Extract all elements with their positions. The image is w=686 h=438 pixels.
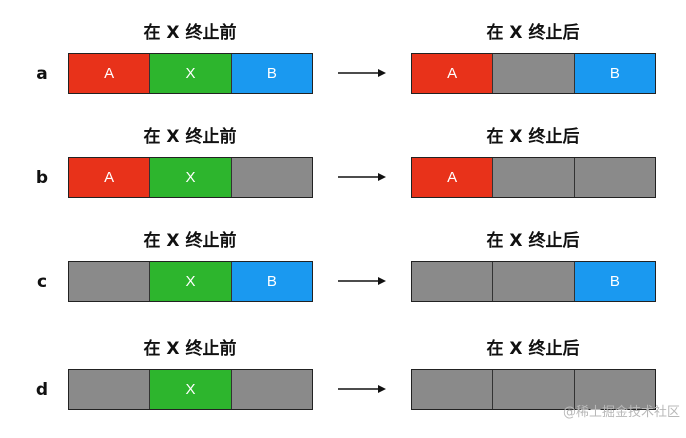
row-label: d [35,380,49,400]
caption-after: 在 X 终止后 [486,23,580,43]
after-strip: A B [411,53,656,94]
after-strip: B [411,261,656,302]
before-strip: A X [68,157,313,198]
before-strip: A X B [68,53,313,94]
cell [69,370,151,409]
row-d: 在 X 终止前 在 X 终止后 d X [0,334,686,438]
cell [493,158,575,197]
row-label: a [36,64,48,84]
cell [493,370,575,409]
cell [412,370,494,409]
caption-after: 在 X 终止后 [486,231,580,251]
row-label: b [35,168,49,188]
cell: B [231,262,312,301]
cell [574,370,655,409]
cell: X [150,262,232,301]
caption-after: 在 X 终止后 [486,339,580,359]
row-b: 在 X 终止前 在 X 终止后 b A X A [0,122,686,226]
after-strip: A [411,157,656,198]
cell: B [574,54,655,93]
cell: A [412,54,494,93]
caption-before: 在 X 终止前 [143,23,237,43]
row-label: c [36,272,48,292]
caption-before: 在 X 终止前 [143,127,237,147]
caption-before: 在 X 终止前 [143,231,237,251]
cell: A [69,158,151,197]
cell [493,54,575,93]
arrow-icon [338,69,386,77]
cell: X [150,158,232,197]
cell [69,262,151,301]
cell [231,158,312,197]
cell [412,262,494,301]
caption-before: 在 X 终止前 [143,339,237,359]
row-c: 在 X 终止前 在 X 终止后 c X B B [0,226,686,330]
cell: A [69,54,151,93]
arrow-icon [338,385,386,393]
after-strip [411,369,656,410]
cell [493,262,575,301]
caption-after: 在 X 终止后 [486,127,580,147]
cell [231,370,312,409]
cell: B [574,262,655,301]
watermark: @稀土掘金技术社区 [562,405,680,420]
cell: X [150,54,232,93]
before-strip: X [68,369,313,410]
cell [574,158,655,197]
arrow-icon [338,173,386,181]
cell: B [231,54,312,93]
before-strip: X B [68,261,313,302]
arrow-icon [338,277,386,285]
cell: A [412,158,494,197]
row-a: 在 X 终止前 在 X 终止后 a A X B A B [0,18,686,122]
cell: X [150,370,232,409]
